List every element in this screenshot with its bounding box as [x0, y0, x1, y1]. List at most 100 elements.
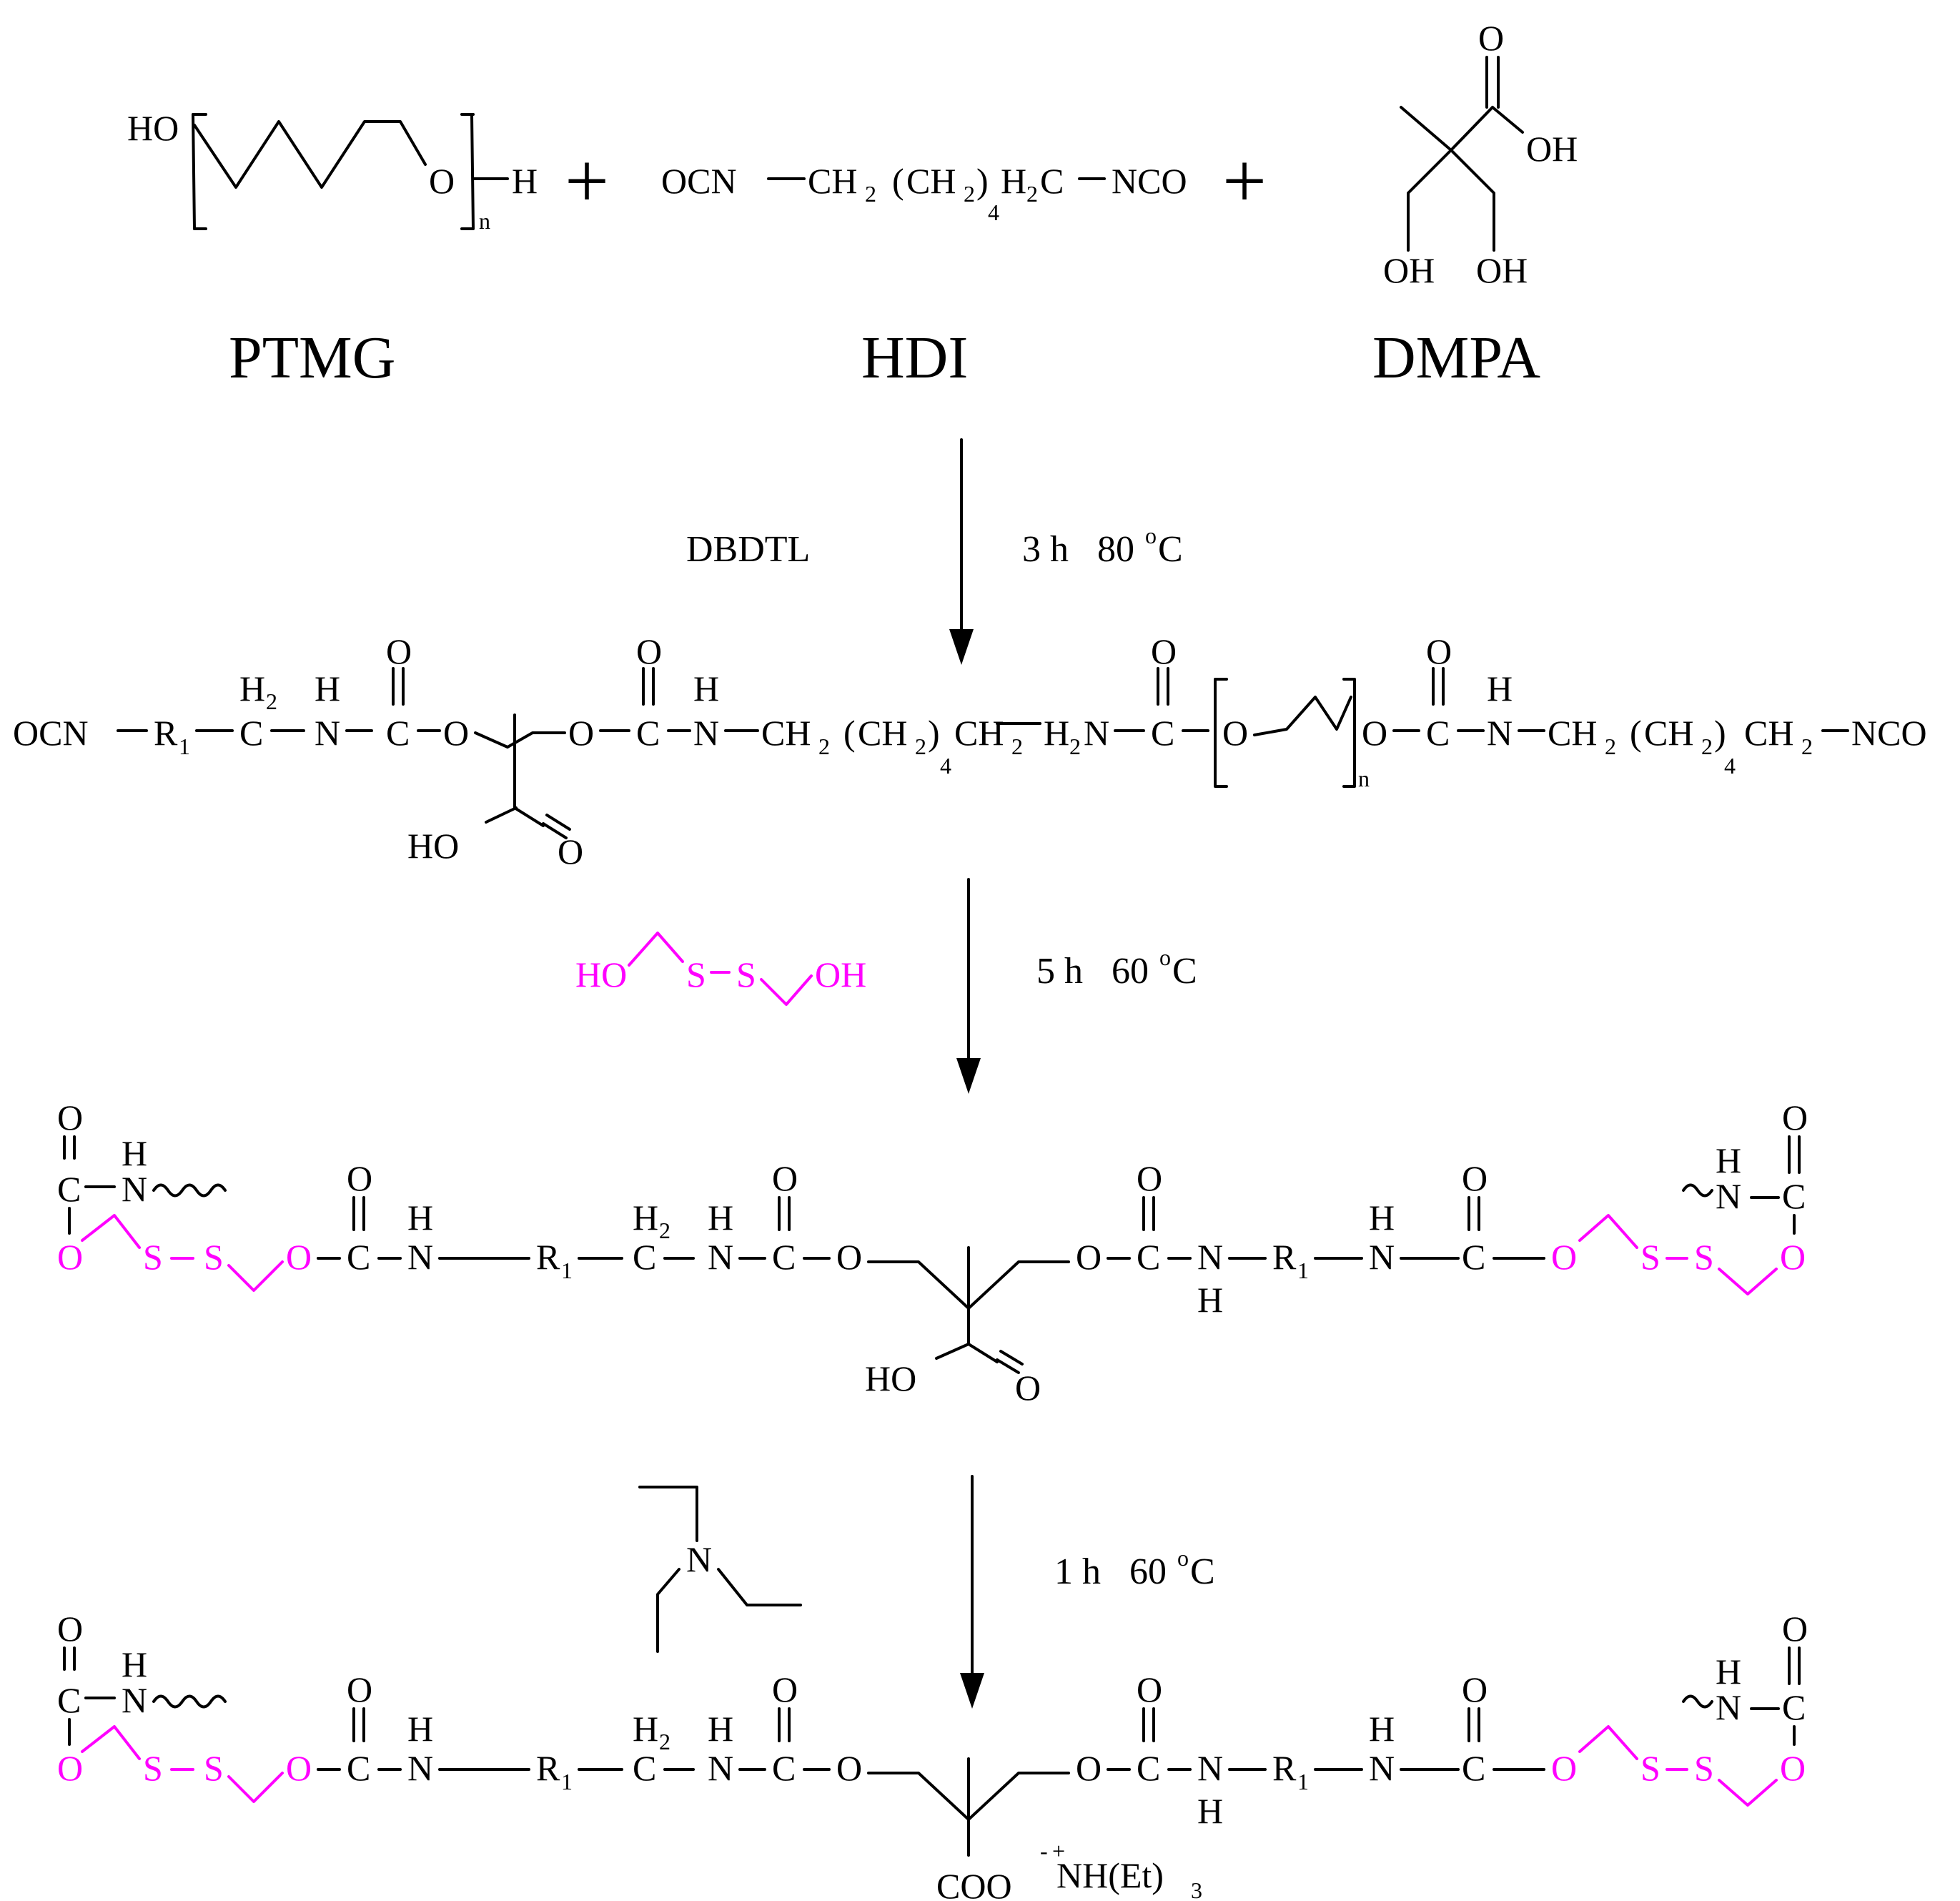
svg-text:O: O: [1462, 1158, 1488, 1198]
svg-text:COO: COO: [936, 1866, 1012, 1901]
svg-text:O: O: [836, 1237, 862, 1277]
svg-text:CH: CH: [954, 713, 1004, 753]
svg-text:2: 2: [1026, 181, 1038, 207]
svg-text:OH: OH: [1476, 250, 1528, 290]
svg-text:2: 2: [818, 734, 830, 759]
svg-text:C: C: [1462, 1748, 1485, 1788]
svg-text:3 h: 3 h: [1022, 529, 1069, 570]
svg-text:+: +: [1052, 1838, 1065, 1864]
hdi-structure: OCN CH 2 ( CH 2 ) 4 H 2 C NCO HDI: [661, 161, 1187, 391]
svg-text:1: 1: [561, 1769, 573, 1794]
svg-text:N: N: [1369, 1237, 1395, 1277]
svg-text:N: N: [708, 1748, 733, 1788]
svg-text:(: (: [892, 161, 904, 201]
svg-text:C: C: [1462, 1237, 1485, 1277]
svg-text:S: S: [204, 1748, 224, 1788]
svg-text:R: R: [154, 713, 178, 753]
svg-text:O: O: [1362, 713, 1387, 753]
svg-text:2: 2: [964, 181, 975, 207]
svg-text:N: N: [708, 1237, 733, 1277]
svg-text:N: N: [1369, 1748, 1395, 1788]
step-1-reagent: DBDTL: [686, 529, 810, 570]
svg-text:C: C: [633, 1237, 656, 1277]
svg-text:O: O: [57, 1097, 83, 1137]
svg-text:S: S: [143, 1237, 163, 1277]
svg-text:o: o: [1145, 523, 1157, 548]
svg-text:S: S: [686, 954, 706, 994]
svg-text:O: O: [1137, 1669, 1162, 1709]
svg-text:CH: CH: [761, 713, 811, 753]
svg-text:o: o: [1159, 944, 1171, 970]
svg-text:OH: OH: [1526, 129, 1578, 169]
svg-text:C: C: [57, 1169, 81, 1209]
svg-text:H: H: [407, 1709, 433, 1749]
svg-text:3: 3: [1191, 1877, 1202, 1901]
ptmg-chain: [193, 120, 427, 189]
svg-text:O: O: [1076, 1748, 1102, 1788]
step-3: N 1 h 60 o C: [638, 1475, 1215, 1709]
svg-text:H: H: [122, 1644, 147, 1684]
svg-text:N: N: [122, 1169, 147, 1209]
svg-text:C: C: [636, 713, 660, 753]
svg-text:H: H: [708, 1709, 733, 1749]
svg-text:O: O: [1780, 1237, 1806, 1277]
svg-text:60: 60: [1129, 1551, 1167, 1592]
svg-text:O: O: [1151, 631, 1177, 671]
svg-text:H: H: [239, 668, 265, 708]
svg-text:O: O: [1462, 1669, 1488, 1709]
svg-text:S: S: [143, 1748, 163, 1788]
svg-text:H: H: [407, 1198, 433, 1238]
svg-text:): ): [976, 161, 989, 201]
ptmg-structure: HO O n H PTMG: [127, 108, 538, 391]
svg-text:O: O: [1076, 1237, 1102, 1277]
svg-text:N: N: [1716, 1176, 1741, 1216]
svg-text:O: O: [836, 1748, 862, 1788]
svg-text:1 h: 1 h: [1054, 1551, 1101, 1592]
svg-text:1: 1: [561, 1258, 573, 1283]
svg-text:C: C: [57, 1680, 81, 1720]
svg-text:2: 2: [1701, 734, 1713, 759]
neutralized-polyurethane-structure: O C H N O S S O C O H N R 1 C H 2 H N C …: [57, 1609, 1808, 1901]
svg-text:S: S: [736, 954, 756, 994]
svg-text:O: O: [57, 1748, 83, 1788]
svg-text:C: C: [1137, 1748, 1160, 1788]
svg-text:CH: CH: [808, 161, 857, 201]
svg-text:C: C: [347, 1237, 370, 1277]
svg-text:4: 4: [940, 753, 951, 779]
svg-text:O: O: [347, 1158, 372, 1198]
svg-text:60: 60: [1112, 951, 1149, 992]
svg-text:C: C: [1040, 161, 1064, 201]
svg-text:CH: CH: [1548, 713, 1597, 753]
plus-sign-1: +: [565, 137, 609, 224]
svg-text:H: H: [512, 161, 538, 201]
ptmg-o: O: [429, 161, 455, 201]
svg-text:C: C: [1158, 529, 1183, 570]
svg-text:N: N: [122, 1680, 147, 1720]
svg-text:CH: CH: [858, 713, 907, 753]
svg-text:R: R: [536, 1748, 560, 1788]
ptmg-left-bracket: [192, 113, 196, 230]
svg-text:C: C: [772, 1748, 796, 1788]
plus-sign-2: +: [1222, 137, 1267, 224]
step-1: DBDTL 3 h 80 o C: [686, 438, 1183, 665]
svg-text:H: H: [1197, 1791, 1223, 1831]
svg-text:H: H: [1044, 713, 1069, 753]
svg-text:H: H: [1716, 1651, 1741, 1692]
svg-text:H: H: [1369, 1709, 1395, 1749]
svg-text:80: 80: [1097, 529, 1134, 570]
svg-text:O: O: [1426, 631, 1452, 671]
ptmg-ho: HO: [127, 108, 179, 148]
svg-text:H: H: [1369, 1198, 1395, 1238]
svg-text:C: C: [386, 713, 410, 753]
svg-text:O: O: [636, 631, 662, 671]
svg-text:R: R: [1272, 1237, 1297, 1277]
svg-text:S: S: [1640, 1748, 1660, 1788]
svg-text:H: H: [122, 1133, 147, 1173]
svg-text:H: H: [708, 1198, 733, 1238]
svg-text:S: S: [1694, 1748, 1714, 1788]
step-2: HO S S OH 5 h 60 o C: [575, 878, 1197, 1094]
svg-text:O: O: [772, 1158, 798, 1198]
svg-text:O: O: [1551, 1237, 1577, 1277]
svg-text:2: 2: [865, 181, 876, 207]
